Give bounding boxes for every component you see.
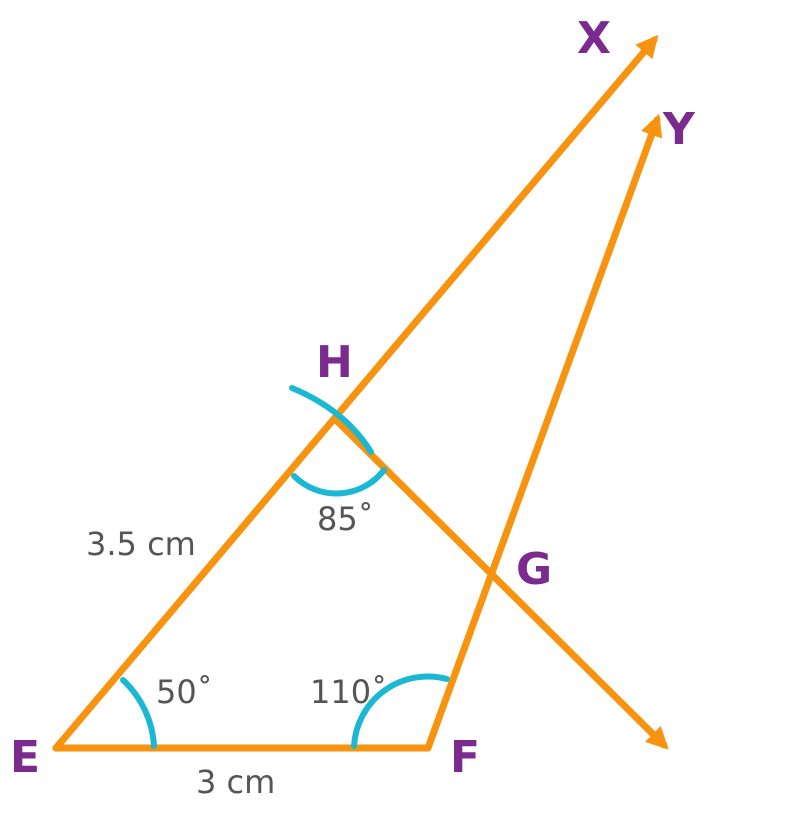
label-point-X: X <box>577 13 611 64</box>
label-point-G: G <box>516 544 552 595</box>
angle-arc-H <box>291 467 387 497</box>
ray-EX <box>52 34 659 752</box>
label-angle-E: 50˚ <box>156 673 213 711</box>
label-point-F: F <box>450 732 480 783</box>
label-point-E: E <box>10 732 40 783</box>
angle-arc-E <box>120 677 157 749</box>
angle-arc-F <box>351 673 450 749</box>
label-point-H: H <box>316 337 353 388</box>
ray-FY <box>424 113 663 752</box>
label-side-EF: 3 cm <box>196 763 275 801</box>
ray-HG <box>332 416 669 750</box>
label-point-Y: Y <box>662 104 696 155</box>
construction-lines <box>52 34 669 752</box>
compass-arc-H <box>289 385 374 455</box>
label-side-EH: 3.5 cm <box>86 525 196 563</box>
label-angle-F: 110˚ <box>310 673 387 711</box>
angle-arcs <box>120 385 450 749</box>
measurement-labels: 3.5 cm 85˚ 50˚ 110˚ 3 cm <box>86 500 387 801</box>
label-angle-H: 85˚ <box>317 500 374 538</box>
point-labels: X Y H G E F <box>10 13 696 783</box>
